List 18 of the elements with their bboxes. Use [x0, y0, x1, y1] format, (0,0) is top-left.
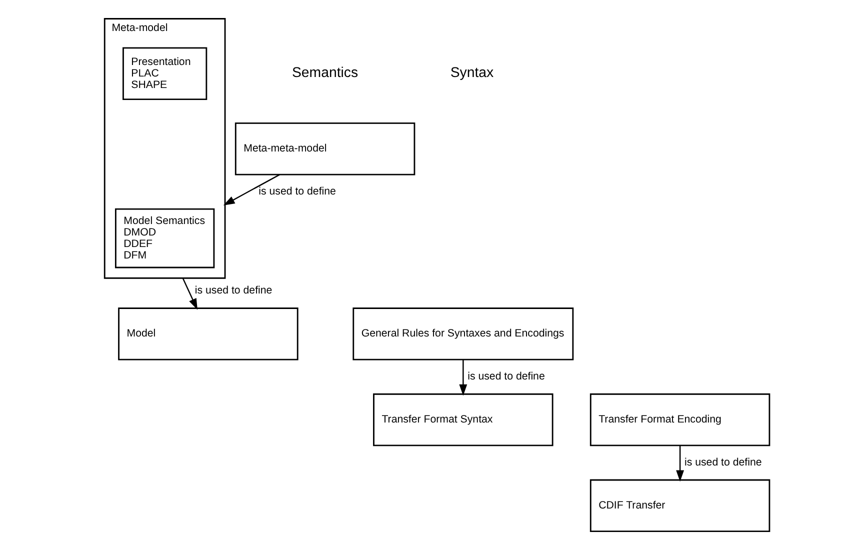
arrow [458, 360, 467, 396]
arrow [222, 174, 280, 206]
label: Semantics [292, 65, 358, 82]
label: Syntax [450, 65, 494, 82]
node-box: Transfer Format Encoding [589, 393, 770, 446]
edge-label: is used to define [258, 186, 336, 198]
edge-label: is used to define [467, 370, 544, 383]
arrow [676, 446, 684, 482]
node-box: Meta-meta-model [234, 122, 415, 176]
node-box: Transfer Format Syntax [372, 393, 553, 446]
node-box: Model [118, 308, 298, 360]
edge-label: is used to define [194, 284, 272, 297]
node-box: CDIF Transfer [589, 479, 770, 532]
node-box: General Rules for Syntaxes and Encodings [352, 308, 574, 360]
arrow [182, 278, 198, 310]
node-box: Presentation PLAC SHAPE [122, 47, 207, 100]
edge-label: is used to define [684, 456, 762, 468]
node-box: Model Semantics DMOD DDEF DFM [114, 208, 214, 268]
